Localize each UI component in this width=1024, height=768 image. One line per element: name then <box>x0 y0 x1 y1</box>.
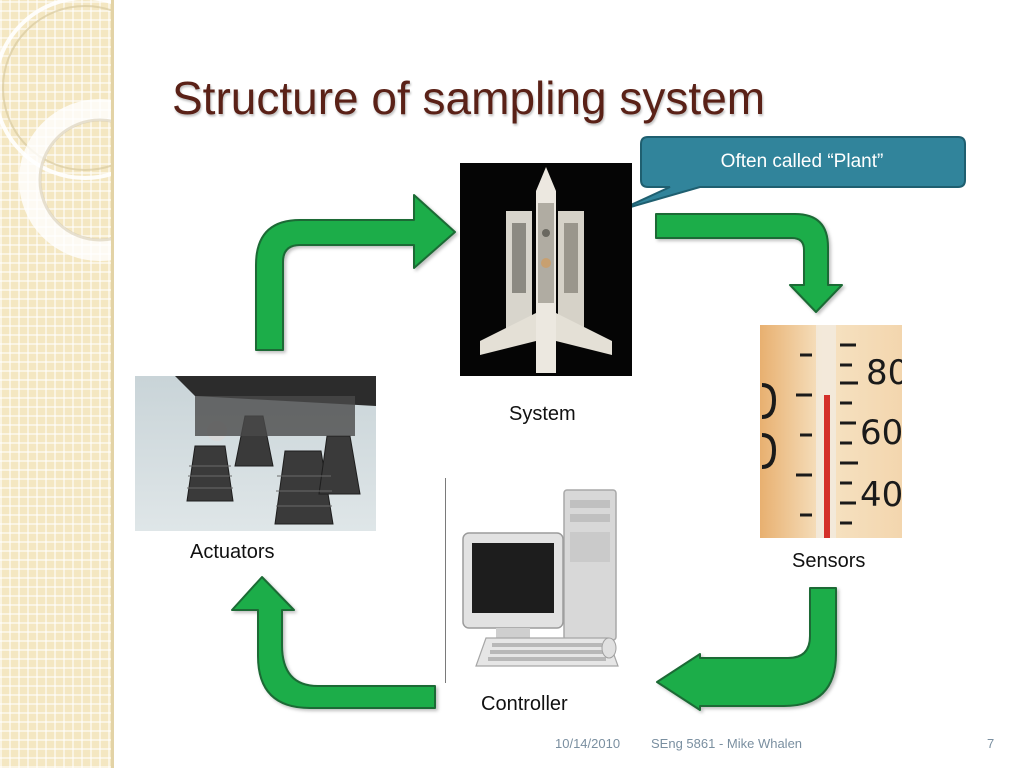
thermometer-mark-60: 60 <box>860 413 902 453</box>
footer-page-number: 7 <box>987 736 995 751</box>
sensors-label: Sensors <box>792 550 866 572</box>
arrow-controller-to-actuators <box>231 576 436 709</box>
slide-title: Structure of sampling system <box>172 72 766 124</box>
controller-label: Controller <box>481 693 568 715</box>
arrow-actuators-to-system <box>255 194 456 351</box>
thermometer-mark-40: 40 <box>860 475 902 515</box>
thermometer-mark-80: 80 <box>866 353 902 393</box>
sidebar-rings <box>0 0 113 261</box>
callout-text: Often called “Plant” <box>720 151 884 172</box>
arrow-sensors-to-controller <box>656 587 837 711</box>
space-shuttle-photo <box>460 163 632 376</box>
sidebar-pattern <box>0 0 113 768</box>
footer-date: 10/14/2010 <box>555 736 621 751</box>
actuators-label: Actuators <box>190 541 275 563</box>
thermometer-photo: 80 60 40 <box>760 325 902 538</box>
desktop-computer-photo <box>458 488 623 673</box>
rocket-engines-photo <box>135 376 376 531</box>
footer-course: SEng 5861 - Mike Whalen <box>651 736 803 751</box>
divider-line <box>445 478 446 683</box>
arrow-system-to-sensors <box>655 213 843 313</box>
sidebar-edge <box>111 0 114 768</box>
system-label: System <box>509 403 576 425</box>
